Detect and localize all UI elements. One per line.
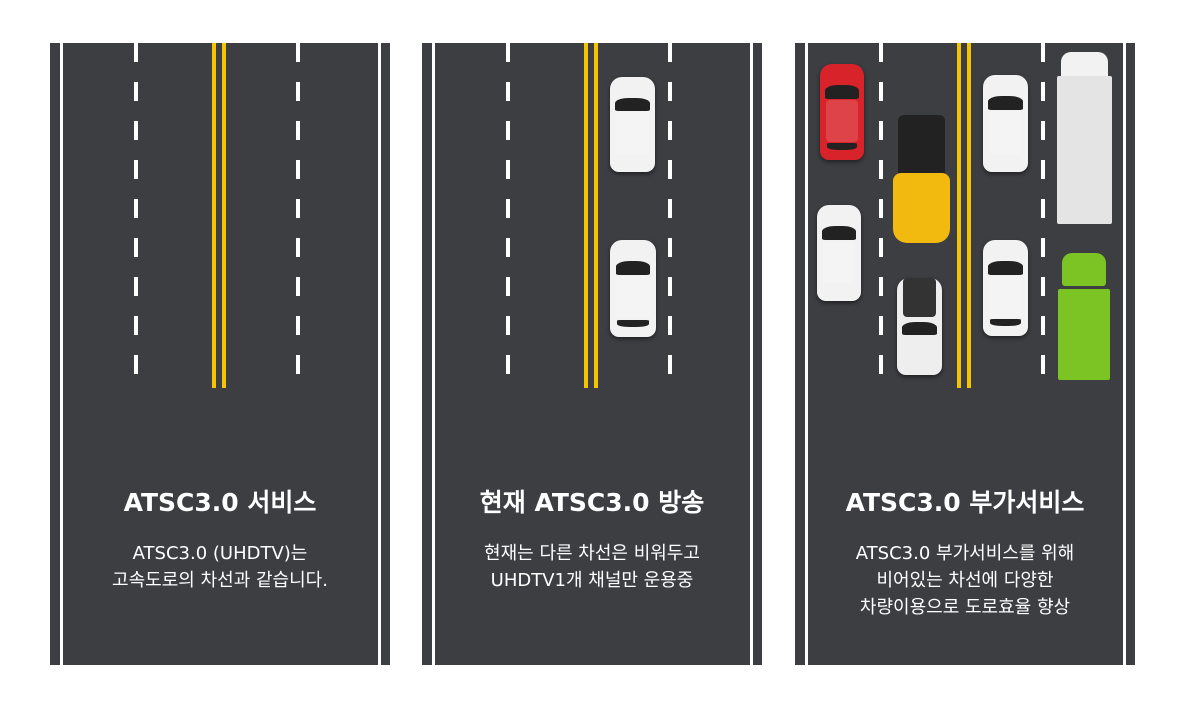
road-panel-atsc-service: ATSC3.0 서비스 ATSC3.0 (UHDTV)는 고속도로의 차선과 같…	[50, 43, 390, 665]
edge-line	[432, 43, 435, 665]
white-box-truck	[1057, 52, 1112, 224]
edge-line	[805, 43, 808, 665]
road-panel-additional-service: ATSC3.0 부가서비스 ATSC3.0 부가서비스를 위해 비어있는 차선에…	[795, 43, 1135, 665]
yellow-dump-truck	[893, 115, 950, 243]
panel-title: ATSC3.0 서비스	[123, 488, 317, 517]
panel-description: 현재는 다른 차선은 비워두고 UHDTV1개 채널만 운용중	[422, 540, 762, 594]
lane-dash	[668, 43, 672, 388]
panel-title: 현재 ATSC3.0 방송	[479, 488, 705, 517]
center-line	[212, 43, 216, 388]
green-truck	[1058, 253, 1110, 380]
red-sports-car	[820, 64, 864, 160]
edge-line	[750, 43, 753, 665]
white-car	[610, 240, 656, 337]
panel-description: ATSC3.0 (UHDTV)는 고속도로의 차선과 같습니다.	[50, 540, 390, 594]
white-van	[817, 205, 861, 301]
center-line	[957, 43, 961, 388]
white-pickup	[897, 278, 942, 375]
lane-dash	[134, 43, 138, 388]
description-line: 현재는 다른 차선은 비워두고	[484, 543, 700, 564]
lane-dash	[506, 43, 510, 388]
description-line: ATSC3.0 (UHDTV)는	[132, 543, 308, 564]
center-line	[967, 43, 971, 388]
center-line	[594, 43, 598, 388]
description-line: 고속도로의 차선과 같습니다.	[112, 570, 328, 591]
lane-dash	[1041, 43, 1045, 388]
white-van	[610, 77, 655, 172]
white-van	[983, 75, 1028, 172]
panel-title: ATSC3.0 부가서비스	[845, 488, 1085, 517]
edge-line	[60, 43, 63, 665]
lane-dash	[296, 43, 300, 388]
description-line: UHDTV1개 채널만 운용중	[490, 570, 694, 591]
road-panel-current-broadcast: 현재 ATSC3.0 방송 현재는 다른 차선은 비워두고 UHDTV1개 채널…	[422, 43, 762, 665]
panel-description: ATSC3.0 부가서비스를 위해 비어있는 차선에 다양한 차량이용으로 도로…	[795, 540, 1135, 621]
description-line: 차량이용으로 도로효율 향상	[859, 597, 1071, 618]
white-car	[983, 240, 1028, 336]
center-line	[222, 43, 226, 388]
edge-line	[1123, 43, 1126, 665]
lane-dash	[879, 43, 883, 388]
edge-line	[378, 43, 381, 665]
center-line	[584, 43, 588, 388]
description-line: 비어있는 차선에 다양한	[876, 570, 1054, 591]
description-line: ATSC3.0 부가서비스를 위해	[855, 543, 1075, 564]
